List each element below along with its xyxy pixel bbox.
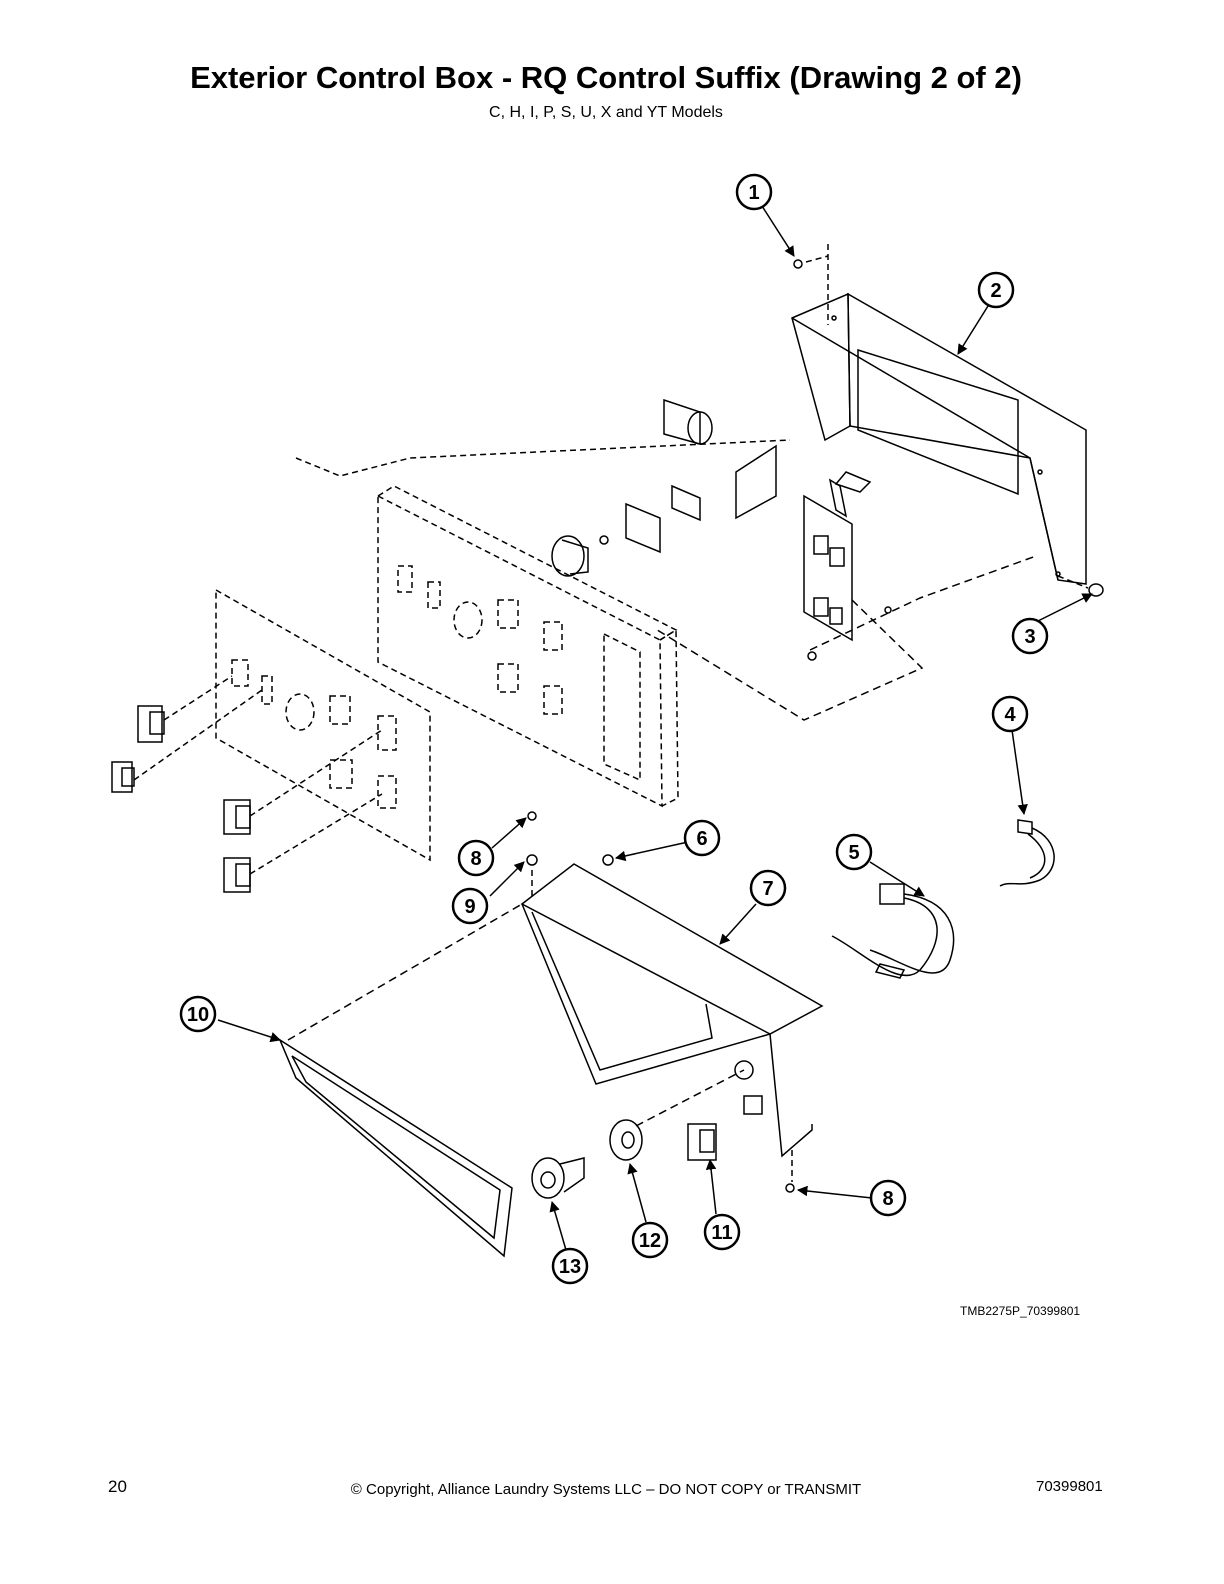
- callout-8: 8: [457, 839, 495, 877]
- button-part-12: [531, 1157, 585, 1199]
- wire-harness-part-4: [999, 819, 1055, 887]
- screw-part-1: [793, 244, 829, 325]
- callout-2: 2: [977, 271, 1015, 309]
- callout-7: 7: [749, 869, 787, 907]
- callout-label: 5: [848, 842, 859, 864]
- rear-cover-box: [791, 292, 1087, 585]
- middle-panel: [377, 485, 679, 808]
- window-frame-part-13: [278, 903, 523, 1258]
- callout-9: 9: [451, 887, 489, 925]
- callout-10: 10: [179, 995, 217, 1033]
- callout-label: 12: [639, 1230, 661, 1252]
- callout-label: 4: [1004, 704, 1016, 726]
- front-panel: [215, 588, 431, 862]
- callout-label: 8: [470, 848, 481, 870]
- rocker-switches-left: [111, 675, 383, 893]
- copyright-notice: © Copyright, Alliance Laundry Systems LL…: [350, 1481, 862, 1498]
- small-hardware: [526, 811, 795, 1193]
- callout-label: 10: [187, 1004, 209, 1026]
- callout-4: 4: [991, 695, 1029, 733]
- callout-label: 6: [696, 828, 707, 850]
- callout-13: 13: [551, 1247, 589, 1285]
- callout-label: 8: [882, 1188, 893, 1210]
- washer-part-11: [609, 1069, 745, 1161]
- document-number: 70399801: [1036, 1478, 1103, 1495]
- page-subtitle: C, H, I, P, S, U, X and YT Models: [489, 104, 723, 121]
- callout-label: 9: [464, 896, 475, 918]
- switch-part-10: [687, 1123, 717, 1161]
- page-title: Exterior Control Box - RQ Control Suffix…: [190, 60, 1022, 95]
- callout-8: 8: [869, 1179, 907, 1217]
- callout-label: 1: [748, 182, 759, 204]
- callout-1: 1: [735, 173, 773, 211]
- callout-label: 2: [990, 280, 1001, 302]
- bezel-part-7: [520, 863, 824, 1158]
- page-number: 20: [108, 1477, 127, 1496]
- callout-11: 11: [703, 1213, 741, 1251]
- callout-12: 12: [631, 1221, 669, 1259]
- callout-label: 11: [711, 1222, 732, 1244]
- callout-label: 13: [559, 1256, 581, 1278]
- plug-part-3: [1057, 575, 1104, 597]
- drawing-code: TMB2275P_70399801: [960, 1304, 1081, 1318]
- wire-harness-part-5: [831, 883, 955, 979]
- control-board: [653, 471, 1037, 721]
- leader-arrows: [217, 205, 1093, 1251]
- rotary-assembly: [295, 398, 791, 577]
- callout-3: 3: [1011, 617, 1049, 655]
- callout-6: 6: [683, 819, 721, 857]
- callout-label: 7: [762, 878, 773, 900]
- callout-5: 5: [835, 833, 873, 871]
- callout-label: 3: [1024, 626, 1035, 648]
